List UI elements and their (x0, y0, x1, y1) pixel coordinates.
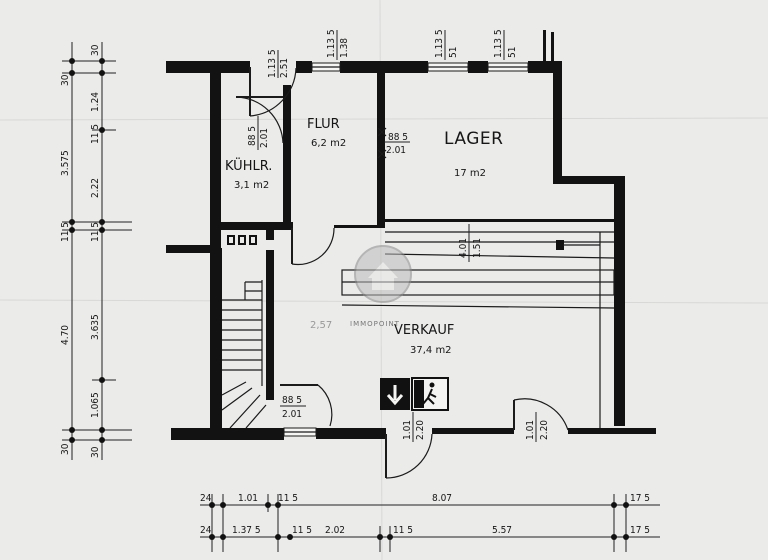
svg-text:17 5: 17 5 (630, 493, 650, 504)
svg-text:8.07: 8.07 (432, 493, 452, 504)
svg-text:1.24: 1.24 (90, 92, 101, 112)
svg-text:3.575: 3.575 (60, 150, 71, 176)
svg-text:88 5: 88 5 (247, 126, 258, 146)
svg-text:11 5: 11 5 (393, 525, 413, 536)
exit-sign-running-person-icon (411, 377, 449, 411)
svg-text:1.13 5: 1.13 5 (434, 29, 445, 58)
svg-text:30: 30 (90, 446, 101, 458)
svg-text:2.51: 2.51 (279, 58, 290, 78)
watermark-logo (354, 245, 412, 303)
svg-text:2.01: 2.01 (386, 145, 406, 156)
svg-text:11 5: 11 5 (278, 493, 298, 504)
room-area-kuehl: 3,1 m2 (234, 180, 269, 191)
svg-text:1.065: 1.065 (90, 392, 101, 418)
dimension-text-bottom: 24 1.01 11 5 8.07 17 5 24 1.37 5 11 5 2.… (200, 493, 650, 536)
room-kuehl: KÜHLR. 3,1 m2 (225, 157, 272, 191)
svg-text:2.22: 2.22 (90, 178, 101, 198)
watermark-text: IMMOPOINT (350, 320, 400, 328)
dimension-text-left: 30 3.575 4.70 30 30 1.24 11 5 2.22 11 5 … (60, 44, 101, 458)
exit-sign-arrow-icon (380, 378, 410, 410)
svg-text:11 5: 11 5 (90, 222, 101, 242)
svg-text:1.13 5: 1.13 5 (493, 29, 504, 58)
room-verkauf: VERKAUF 37,4 m2 (394, 323, 454, 356)
svg-text:1.51: 1.51 (472, 238, 483, 258)
walls (166, 30, 656, 440)
svg-text:17 5: 17 5 (630, 525, 650, 536)
svg-text:11 5: 11 5 (90, 124, 101, 144)
svg-text:2.20: 2.20 (539, 420, 550, 440)
room-lager: LAGER 17 m2 (444, 129, 503, 179)
svg-text:51: 51 (448, 47, 459, 58)
room-label-verkauf: VERKAUF (394, 323, 454, 338)
room-label-lager: LAGER (444, 129, 503, 149)
doors (235, 67, 569, 479)
svg-text:30: 30 (90, 44, 101, 56)
room-area-verkauf: 37,4 m2 (410, 345, 452, 356)
svg-text:30: 30 (60, 74, 71, 86)
svg-text:1.01: 1.01 (238, 493, 258, 504)
svg-text:4.01: 4.01 (458, 238, 469, 258)
svg-text:2.01: 2.01 (259, 128, 270, 148)
svg-text:1.01: 1.01 (525, 420, 536, 440)
svg-text:11 5: 11 5 (292, 525, 312, 536)
room-area-flur: 6,2 m2 (311, 138, 346, 149)
svg-text:51: 51 (507, 47, 518, 58)
svg-text:88 5: 88 5 (282, 395, 302, 406)
room-area-lager: 17 m2 (454, 168, 486, 179)
svg-text:24: 24 (200, 493, 212, 504)
svg-text:30: 30 (60, 443, 71, 455)
svg-text:1.37 5: 1.37 5 (232, 525, 261, 536)
svg-text:1.13 5: 1.13 5 (267, 49, 278, 78)
staircase (221, 235, 267, 429)
svg-text:4.70: 4.70 (60, 325, 71, 345)
pencil-mark: 2,57 (310, 320, 332, 331)
svg-text:2.02: 2.02 (325, 525, 345, 536)
svg-text:11 5: 11 5 (60, 222, 71, 242)
dimension-lines-left (62, 42, 132, 460)
svg-text:5.57: 5.57 (492, 525, 512, 536)
svg-text:2.01: 2.01 (282, 409, 302, 420)
svg-text:1.38: 1.38 (339, 38, 350, 58)
svg-text:88 5: 88 5 (388, 132, 408, 143)
dimension-lines-bottom (200, 494, 660, 552)
svg-text:1.13 5: 1.13 5 (326, 29, 337, 58)
svg-text:1.01: 1.01 (402, 420, 413, 440)
shop-fixtures (341, 231, 615, 428)
room-label-kuehl: KÜHLR. (225, 157, 272, 174)
dimension-text-openings: 1.13 5 2.51 1.13 5 1.38 1.13 5 51 1.13 5… (247, 29, 550, 442)
svg-text:2.20: 2.20 (415, 420, 426, 440)
room-flur: FLUR 6,2 m2 (307, 117, 346, 149)
svg-text:3.635: 3.635 (90, 314, 101, 340)
svg-text:24: 24 (200, 525, 212, 536)
windows (283, 62, 529, 437)
room-label-flur: FLUR (307, 117, 340, 132)
